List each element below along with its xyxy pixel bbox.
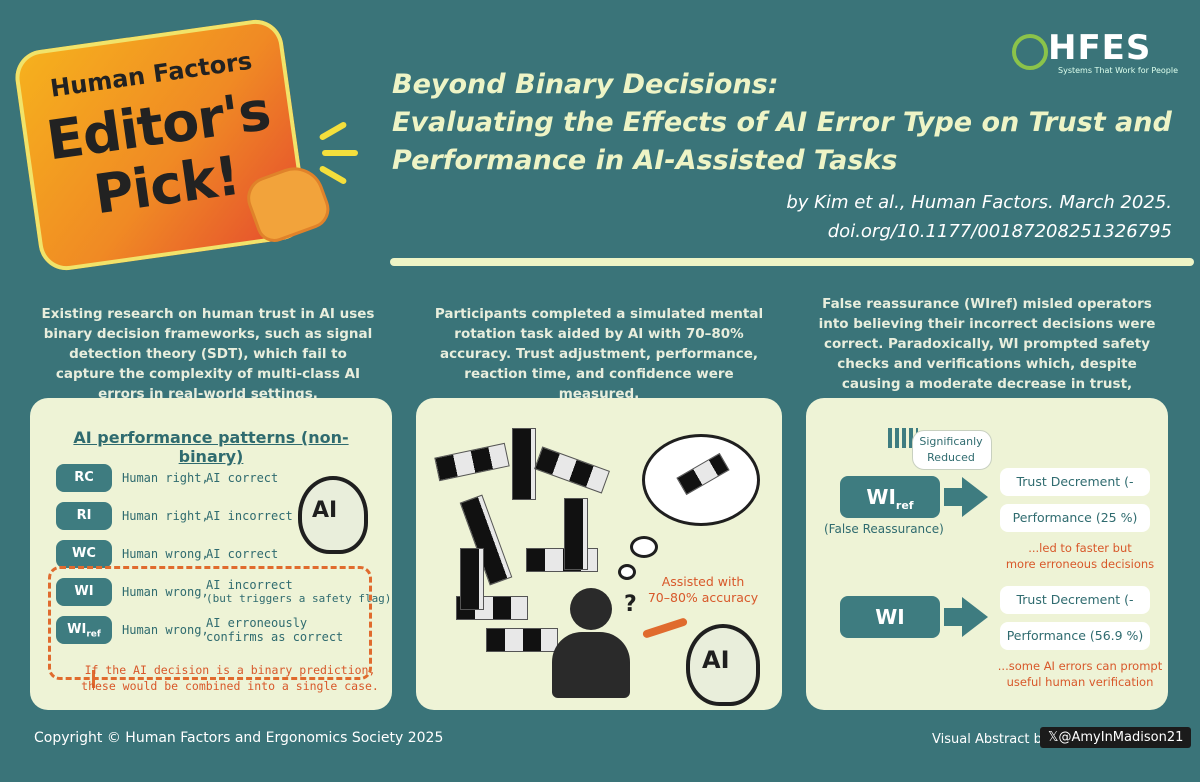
question-mark: ?	[624, 592, 637, 617]
thought-bubble-dot	[618, 564, 636, 580]
pattern-ai-detail: (but triggers a safety flag)	[206, 592, 392, 605]
pattern-ai-detail: confirms as correct	[206, 630, 344, 644]
hfes-logo-text: HFES	[1048, 28, 1152, 68]
ai-head-icon	[686, 624, 760, 706]
performance-box: Performance (25 %)	[1000, 504, 1150, 532]
title-line-3: Performance in AI-Assisted Tasks	[392, 145, 898, 176]
note-line-1: ...some AI errors can prompt	[997, 659, 1163, 673]
page-title: Beyond Binary Decisions: Evaluating the …	[392, 66, 1182, 180]
spark-icon	[318, 164, 348, 186]
pattern-human: Human right,	[122, 509, 209, 523]
wi-tag: WI	[840, 596, 940, 638]
false-reassurance-label: (False Reassurance)	[824, 522, 944, 536]
tag-sub: ref	[86, 629, 101, 640]
binary-note: If the AI decision is a binary predictio…	[80, 662, 380, 694]
rotation-figure-icon	[434, 442, 510, 482]
rotation-figure-icon	[512, 428, 536, 500]
panel-title: AI performance patterns (non-binary)	[73, 428, 349, 466]
wi-note: ...some AI errors can prompt useful huma…	[996, 658, 1164, 690]
summary-left: Existing research on human trust in AI u…	[41, 306, 375, 402]
panel-ai-patterns: AI performance patterns (non-binary) RC …	[30, 398, 392, 710]
reduced-label: Significanly Reduced	[912, 434, 990, 466]
arrow-shaft	[944, 488, 964, 506]
bar-chart-icon	[888, 428, 918, 448]
rotation-figure-icon	[534, 446, 610, 494]
trust-decrement-box: Trust Decrement (- 4.64)	[1000, 468, 1150, 517]
pattern-human: Human wrong,	[122, 623, 209, 637]
tag-main: WI	[67, 622, 87, 637]
wiref-note: ...led to faster but more erroneous deci…	[1000, 540, 1160, 572]
ai-label: AI	[312, 498, 338, 523]
pattern-tag-rc: RC	[56, 464, 112, 492]
assist-line-1: Assisted with	[661, 574, 745, 589]
pattern-tag-ri: RI	[56, 502, 112, 530]
performance-box: Performance (56.9 %)	[1000, 622, 1150, 650]
thought-bubble-dot	[630, 536, 658, 558]
doi-link[interactable]: doi.org/10.1177/00187208251326795	[827, 221, 1172, 242]
citation: by Kim et al., Human Factors. March 2025…	[786, 192, 1172, 213]
arrow-left-icon	[641, 617, 689, 639]
pattern-tag-wi: WI	[56, 578, 112, 606]
pattern-tag-wc: WC	[56, 540, 112, 568]
pattern-ai: AI correct	[206, 547, 279, 561]
title-divider	[390, 258, 1194, 266]
summary-middle: Participants completed a simulated menta…	[434, 306, 764, 402]
note-line-2: these would be combined into a single ca…	[81, 679, 379, 693]
credit-label: Visual Abstract by	[932, 732, 1050, 747]
person-head-icon	[570, 588, 612, 630]
ai-head-icon	[298, 476, 368, 554]
note-arrow-icon	[92, 670, 95, 688]
spark-icon	[322, 150, 358, 156]
handle-text: @AmyInMadison21	[1058, 730, 1184, 745]
assist-label: Assisted with 70–80% accuracy	[638, 574, 768, 606]
title-line-1: Beyond Binary Decisions:	[392, 69, 779, 100]
pattern-human: Human wrong,	[122, 585, 209, 599]
reduced-line-1: Significanly	[919, 435, 983, 448]
byline: by Kim et al., Human Factors. March 2025…	[786, 188, 1172, 246]
rotation-figure-icon	[486, 628, 558, 652]
assist-line-2: 70–80% accuracy	[647, 590, 759, 605]
note-line-2: more erroneous decisions	[1005, 557, 1155, 571]
reduced-speech-bubble	[912, 430, 992, 470]
tag-sub: ref	[895, 499, 914, 512]
pattern-tag-wiref: WIref	[56, 616, 112, 644]
arrow-right-icon	[962, 477, 988, 517]
panel-results: Significanly Reduced WIref (False Reassu…	[806, 398, 1168, 710]
rotation-figure-icon	[564, 498, 588, 570]
combined-cases-box	[48, 566, 372, 680]
x-logo-icon: 𝕏	[1048, 730, 1059, 745]
copyright: Copyright © Human Factors and Ergonomics…	[34, 730, 444, 746]
spark-icon	[318, 120, 348, 142]
hfes-logo-icon	[1012, 34, 1048, 70]
arrow-right-icon	[962, 597, 988, 637]
summary-right: False reassurance (WIref) misled operato…	[818, 296, 1156, 412]
title-line-2: Evaluating the Effects of AI Error Type …	[392, 107, 1172, 138]
pattern-human: Human wrong,	[122, 547, 209, 561]
author-handle[interactable]: 𝕏@AmyInMadison21	[1040, 727, 1192, 748]
pattern-human: Human right,	[122, 471, 209, 485]
pattern-ai: AI erroneously	[206, 616, 308, 630]
hfes-tagline: Systems That Work for People	[1058, 66, 1179, 75]
note-line-1: If the AI decision is a binary predictio…	[84, 663, 376, 677]
ai-label: AI	[702, 646, 730, 674]
tag-main: WI	[866, 485, 896, 509]
note-line-1: ...led to faster but	[1028, 541, 1132, 555]
pattern-ai: AI correct	[206, 471, 279, 485]
pattern-ai: AI incorrect	[206, 578, 293, 592]
reduced-line-2: Reduced	[927, 451, 975, 464]
person-body-icon	[552, 632, 630, 698]
note-line-2: useful human verification	[1006, 675, 1154, 689]
rotation-figure-icon	[460, 548, 484, 610]
pattern-ai: AI incorrect	[206, 509, 293, 523]
trust-decrement-box: Trust Decrement (- 1.91)	[1000, 586, 1150, 635]
wiref-tag: WIref	[840, 476, 940, 518]
panel-task: ? Assisted with 70–80% accuracy AI	[416, 398, 782, 710]
arrow-shaft	[944, 608, 964, 626]
